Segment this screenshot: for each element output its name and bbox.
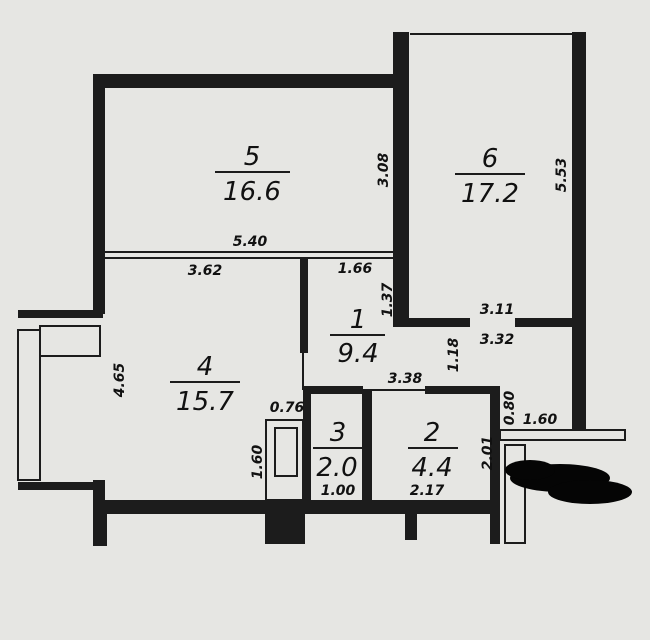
room-label: 2 — [424, 418, 441, 448]
room-label: 17.2 — [461, 179, 519, 209]
room-5: 5 16.6 — [215, 142, 290, 207]
room-4: 4 15.7 — [170, 352, 240, 417]
redaction-scribble — [505, 460, 632, 504]
room-label: 5 — [244, 142, 261, 172]
dimension-label: 0.76 — [270, 400, 305, 416]
room-label: 9.4 — [337, 339, 378, 369]
room-2: 2 4.4 — [408, 418, 458, 483]
room-label: 6 — [482, 144, 499, 174]
dimension-label: 2.17 — [410, 483, 445, 499]
dimension-label: 3.11 — [480, 302, 515, 318]
dimension-label: 1.18 — [446, 337, 462, 372]
dimension-label: 3.08 — [376, 152, 392, 187]
room-label: 4 — [197, 352, 214, 382]
room-label: 15.7 — [176, 387, 234, 417]
dimension-label: 4.65 — [112, 362, 128, 398]
dimension-label: 5.53 — [554, 158, 570, 193]
dimension-label: 1.60 — [250, 444, 266, 479]
walls — [17, 32, 626, 546]
dimension-label: 1.00 — [321, 483, 356, 499]
room-label: 1 — [350, 305, 367, 335]
dimension-label: 5.40 — [233, 234, 268, 250]
dimension-label: 1.66 — [338, 261, 373, 277]
room-1: 1 9.4 — [330, 305, 385, 369]
dimension-label: 3.38 — [388, 371, 423, 387]
dimension-label: 1.60 — [523, 412, 558, 428]
dimension-label: 1.37 — [380, 282, 396, 317]
room-label: 4.4 — [411, 453, 452, 483]
room-label: 16.6 — [223, 177, 281, 207]
room-3: 3 2.0 — [313, 418, 362, 483]
dimension-label: 0.80 — [502, 390, 518, 425]
dimension-labels: 5.40 3.62 1.66 1.37 3.08 5.53 3.11 3.32 … — [112, 152, 570, 499]
room-label: 3 — [330, 418, 347, 448]
room-6: 6 17.2 — [455, 144, 525, 209]
dimension-label: 3.32 — [480, 332, 515, 348]
dimension-label: 2.01 — [480, 436, 496, 471]
dimension-label: 3.62 — [188, 263, 223, 279]
room-label: 2.0 — [316, 453, 357, 483]
